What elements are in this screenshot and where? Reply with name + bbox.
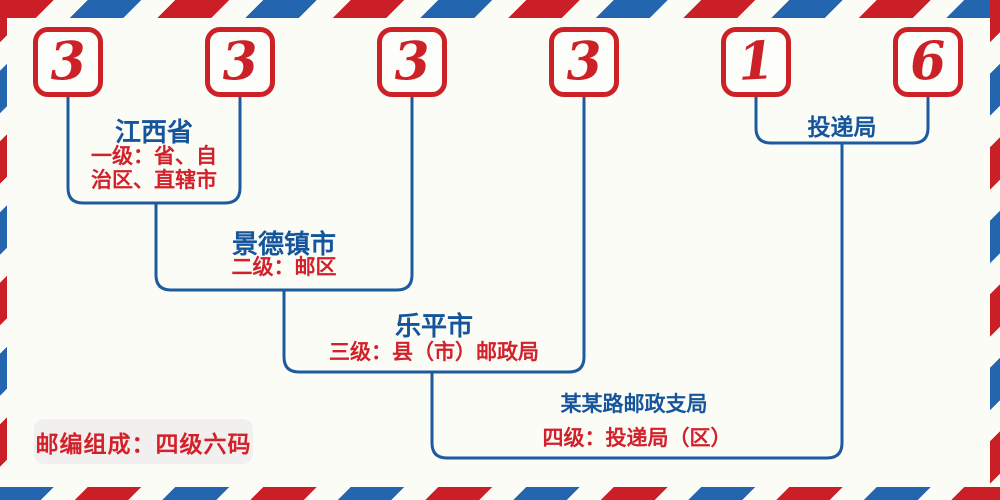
airmail-border-top: [0, 0, 1000, 18]
footer-badge: 邮编组成：四级六码: [34, 419, 253, 464]
digit-box-3: 3: [377, 27, 447, 97]
level-1-place: 江西省: [114, 118, 194, 148]
airmail-border-bottom: [0, 487, 1000, 500]
digit-4: 3: [564, 30, 604, 93]
digit-box-1: 3: [33, 27, 103, 97]
level-3-description: 三级：县（市）邮政局: [329, 340, 539, 364]
bracket-level-3: [282, 97, 586, 374]
digit-1: 3: [48, 30, 88, 93]
digit-box-5: 1: [721, 27, 791, 97]
level-3-place: 乐平市: [394, 312, 474, 342]
digit-6: 6: [908, 30, 948, 93]
digit-box-6: 6: [893, 27, 963, 97]
bracket-level-1: [66, 97, 242, 205]
digit-box-2: 3: [205, 27, 275, 97]
level-2-place: 景德镇市: [231, 230, 337, 260]
digit-2: 3: [220, 30, 260, 93]
level-1-description-line-1: 一级：省、自: [91, 144, 217, 168]
level-1-description-line-2: 治区、直辖市: [91, 168, 217, 192]
bracket-delivery-office: [754, 97, 930, 145]
digit-3: 3: [392, 30, 432, 93]
level-4-place: 某某路邮政支局: [560, 392, 708, 416]
level-1-description: 一级：省、自 治区、直辖市: [91, 144, 217, 192]
level-4-description: 四级：投递局（区）: [542, 426, 732, 450]
delivery-office-label: 投递局: [807, 115, 877, 141]
airmail-border-right: [990, 0, 1000, 500]
airmail-border-left: [0, 0, 7, 500]
digit-box-4: 3: [549, 27, 619, 97]
digit-5: 1: [736, 30, 776, 93]
level-2-description: 二级：邮区: [231, 255, 337, 279]
bracket-level-4: [430, 143, 844, 460]
